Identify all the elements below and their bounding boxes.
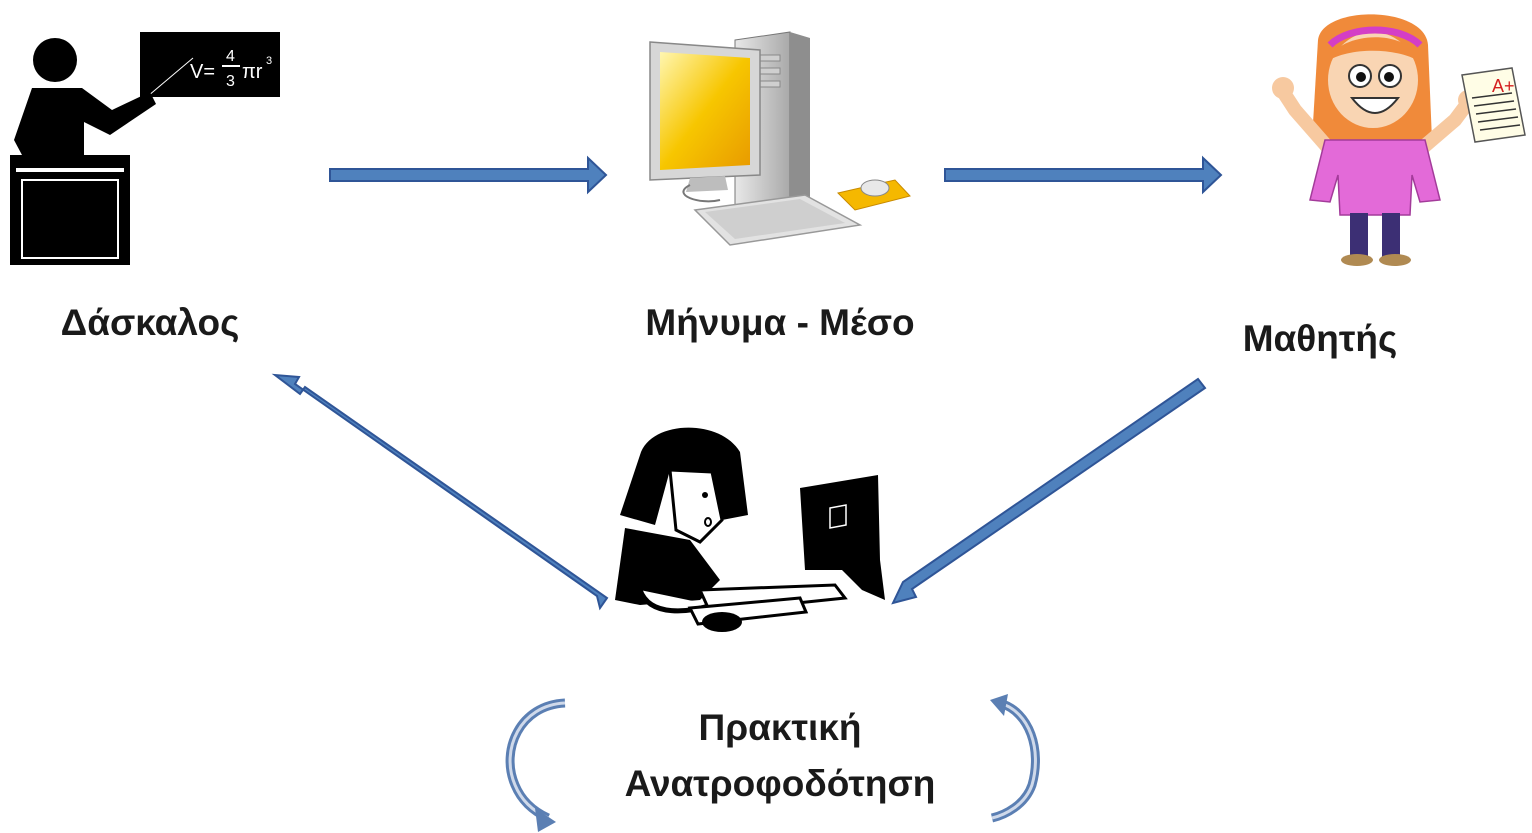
teacher-icon: V= 4 3 πr 3 [10,32,280,265]
arrow-student-to-practice [891,377,1207,605]
graded-paper: A+ [1461,67,1526,143]
formula-denominator: 3 [226,73,235,90]
arrow-practice-to-teacher [271,373,609,611]
formula-exponent: 3 [266,55,272,67]
cycle-arrow-left [505,698,566,832]
desktop-computer-icon [649,31,911,246]
blackboard-formula: V= 4 3 πr 3 [190,48,272,90]
arrow-teacher-to-medium [329,155,608,195]
cycle-arrow-right [990,694,1040,823]
label-practice-feedback: Πρακτική Ανατροφοδότηση [540,700,1020,812]
label-message-medium: Μήνυμα - Μέσο [645,302,915,343]
label-feedback: Ανατροφοδότηση [624,763,936,804]
formula-lhs: V= [190,61,215,83]
label-student: Μαθητής [1242,318,1398,359]
formula-numerator: 4 [226,48,235,65]
student-girl-icon: A+ [1272,14,1526,266]
label-practice: Πρακτική [698,707,862,748]
arrow-medium-to-student [944,155,1223,195]
formula-rhs: πr [242,61,263,83]
paper-grade: A+ [1492,76,1515,96]
label-teacher: Δάσκαλος [60,302,240,343]
person-at-computer-icon [615,427,885,632]
